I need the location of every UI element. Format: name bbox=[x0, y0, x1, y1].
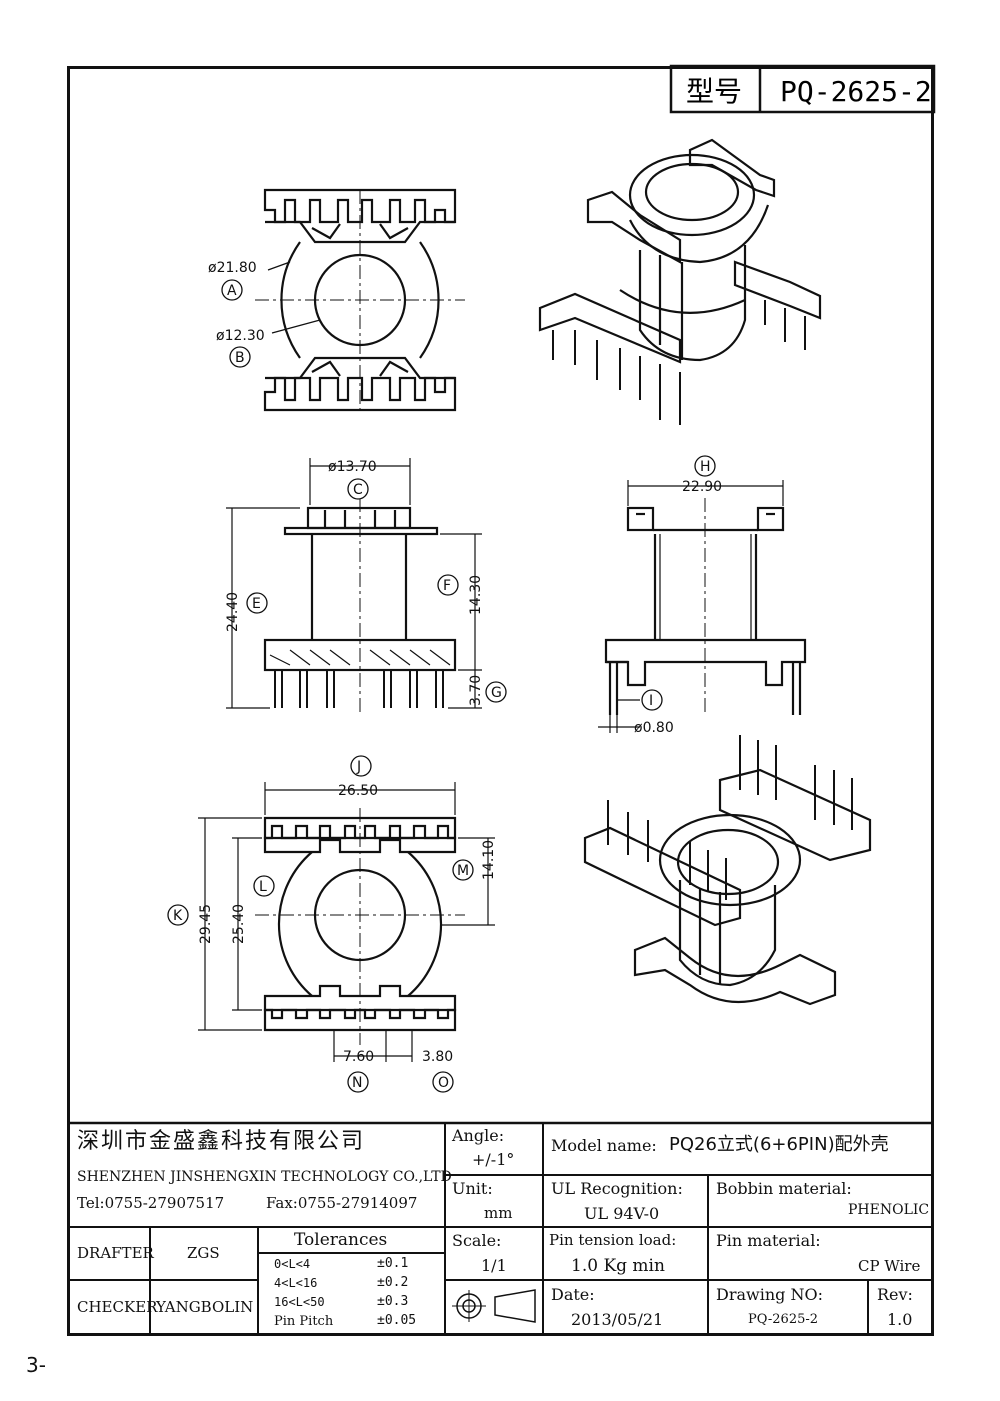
dim-value: ø21.80 bbox=[208, 260, 257, 276]
drawing-frame bbox=[67, 66, 934, 1336]
drawing-no: PQ-2625-2 bbox=[748, 1312, 819, 1327]
drafter-label: DRAFTER bbox=[77, 1244, 154, 1262]
angle-label: Angle: bbox=[452, 1126, 505, 1145]
dim-letter: O bbox=[438, 1075, 449, 1091]
dim-value: 7.60 bbox=[343, 1049, 374, 1065]
model-name-label: Model name: bbox=[551, 1136, 657, 1155]
dim-letter: K bbox=[173, 908, 183, 924]
dim-letter: F bbox=[443, 578, 451, 594]
date-label: Date: bbox=[551, 1285, 595, 1304]
dim-value: ø12.30 bbox=[216, 328, 265, 344]
dim-letter: C bbox=[353, 482, 363, 498]
tolerance-value: ±0.1 bbox=[377, 1256, 409, 1271]
dim-value: 25.40 bbox=[231, 904, 247, 944]
company-name-cn: 深圳市金盛鑫科技有限公司 bbox=[77, 1129, 366, 1154]
company-tel: Tel:0755-27907517 bbox=[77, 1194, 225, 1212]
side-view-left bbox=[226, 458, 482, 715]
tolerance-range: 0<L<4 bbox=[274, 1257, 311, 1271]
top-view bbox=[255, 188, 465, 412]
unit-value: mm bbox=[484, 1204, 513, 1222]
unit-label: Unit: bbox=[452, 1179, 493, 1198]
tolerances-title: Tolerances bbox=[294, 1230, 388, 1250]
scale-label: Scale: bbox=[452, 1231, 502, 1250]
scale-value: 1/1 bbox=[481, 1256, 507, 1275]
tolerance-range: 16<L<50 bbox=[274, 1295, 325, 1309]
pin-tension: 1.0 Kg min bbox=[571, 1256, 665, 1276]
tolerance-range: 4<L<16 bbox=[274, 1276, 318, 1290]
dim-value: 3.70 bbox=[468, 675, 484, 706]
ul-label: UL Recognition: bbox=[551, 1179, 683, 1198]
dim-value: 29.45 bbox=[198, 904, 214, 944]
pin-material: CP Wire bbox=[858, 1257, 921, 1275]
model-label: 型号 bbox=[686, 75, 742, 108]
dim-value: ø0.80 bbox=[634, 720, 674, 736]
model-number: PQ-2625-2 bbox=[780, 75, 932, 108]
bobbin-material: PHENOLIC bbox=[848, 1202, 930, 1218]
dim-value: 26.50 bbox=[338, 783, 378, 799]
dim-value: 24.40 bbox=[225, 592, 241, 632]
isometric-view-bottom bbox=[583, 735, 872, 1006]
dim-value: ø13.70 bbox=[328, 459, 377, 475]
rev-value: 1.0 bbox=[887, 1310, 913, 1329]
side-view-right bbox=[598, 480, 807, 733]
tolerance-range: Pin Pitch bbox=[274, 1314, 334, 1329]
checker-name: YANGBOLIN bbox=[156, 1298, 254, 1316]
page-number: 3- bbox=[26, 1353, 46, 1377]
dim-letter: A bbox=[227, 283, 237, 299]
dim-letter: E bbox=[252, 596, 261, 612]
dim-value: 3.80 bbox=[422, 1049, 453, 1065]
dim-letter: B bbox=[235, 350, 245, 366]
tolerance-value: ±0.05 bbox=[377, 1313, 417, 1328]
model-name: PQ26立式(6+6PIN)配外壳 bbox=[669, 1134, 889, 1155]
dim-value: 14.30 bbox=[468, 575, 484, 615]
dim-letter: N bbox=[352, 1075, 362, 1091]
dim-letter: I bbox=[649, 693, 653, 709]
projection-symbol bbox=[452, 1289, 536, 1323]
company-fax: Fax:0755-27914097 bbox=[266, 1194, 418, 1212]
checker-label: CHECKER bbox=[77, 1298, 158, 1316]
dim-letter: L bbox=[259, 879, 267, 895]
dim-letter: M bbox=[457, 863, 469, 879]
rev-label: Rev: bbox=[877, 1285, 913, 1304]
angle-value: +/-1° bbox=[472, 1150, 515, 1169]
ul-value: UL 94V-0 bbox=[584, 1204, 660, 1223]
dim-value: 14.10 bbox=[481, 840, 497, 880]
date-value: 2013/05/21 bbox=[571, 1310, 664, 1329]
dim-letter: H bbox=[700, 459, 711, 475]
drawing-no-label: Drawing NO: bbox=[716, 1285, 823, 1304]
pin-tension-label: Pin tension load: bbox=[549, 1231, 677, 1249]
company-name-en: SHENZHEN JINSHENGXIN TECHNOLOGY CO.,LTD bbox=[77, 1169, 452, 1185]
dim-value: 22.90 bbox=[682, 479, 722, 495]
bottom-view bbox=[198, 782, 495, 1062]
pin-material-label: Pin material: bbox=[716, 1231, 821, 1250]
bobbin-material-label: Bobbin material: bbox=[716, 1179, 852, 1198]
dim-letter: J bbox=[356, 759, 361, 775]
tolerance-value: ±0.2 bbox=[377, 1275, 409, 1290]
isometric-view-top bbox=[538, 138, 822, 425]
drafter-name: ZGS bbox=[187, 1244, 220, 1262]
dim-letter: G bbox=[491, 685, 502, 701]
tolerance-value: ±0.3 bbox=[377, 1294, 409, 1309]
